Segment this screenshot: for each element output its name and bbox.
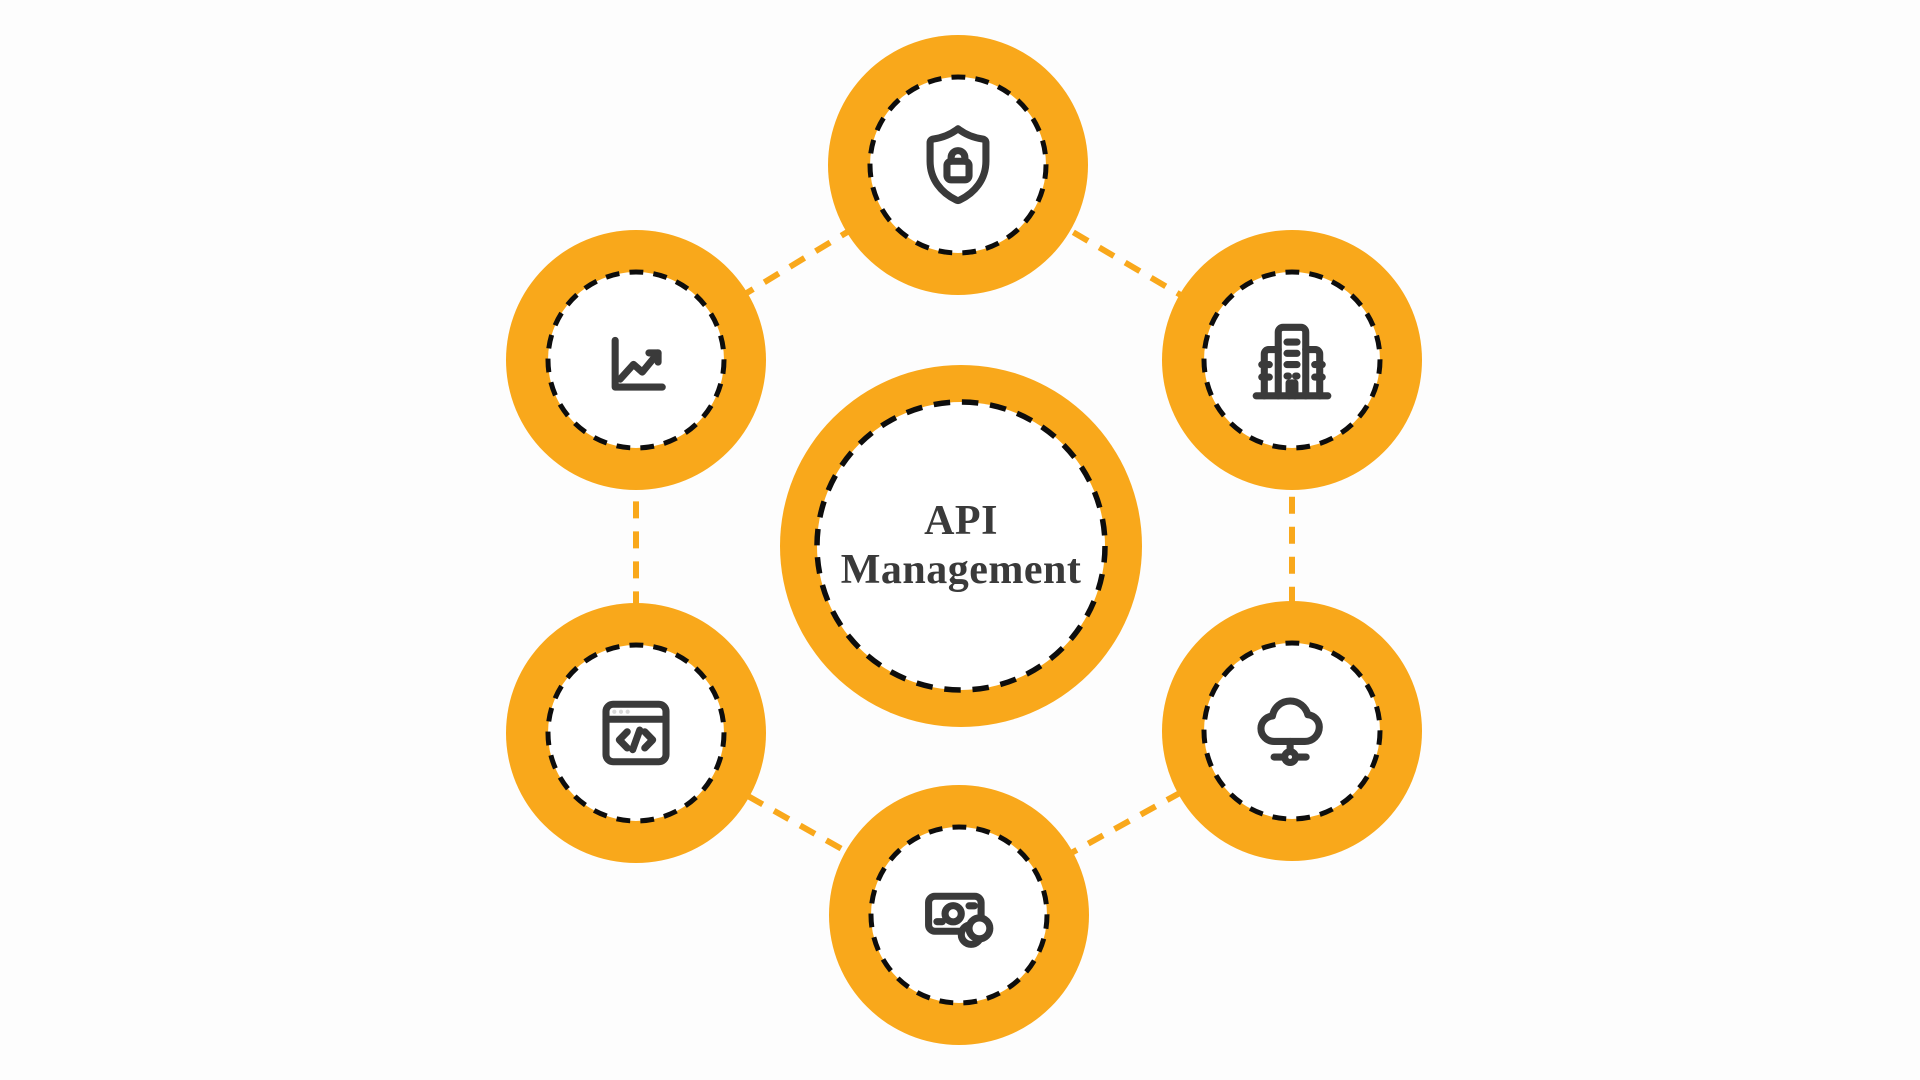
node-ring: [1162, 601, 1422, 861]
node-analytics: [506, 230, 766, 490]
node-ring: [828, 35, 1088, 295]
office-building-icon: [1252, 323, 1332, 400]
node-ring: [780, 365, 1142, 727]
node-api-management: API Management: [780, 365, 1142, 727]
shield-lock-icon: [926, 125, 990, 205]
node-payments: [829, 785, 1089, 1045]
cloud-network-icon: [1257, 697, 1323, 767]
center-label: API Management: [840, 498, 1082, 593]
code-window-icon: [602, 700, 670, 766]
node-enterprise: [1162, 230, 1422, 490]
node-security: [828, 35, 1088, 295]
line-chart-icon: [611, 336, 666, 391]
money-coins-icon: [925, 892, 994, 948]
node-ring: [1162, 230, 1422, 490]
node-developer-portal: [506, 603, 766, 863]
node-cloud-infrastructure: [1162, 601, 1422, 861]
node-ring: [506, 230, 766, 490]
